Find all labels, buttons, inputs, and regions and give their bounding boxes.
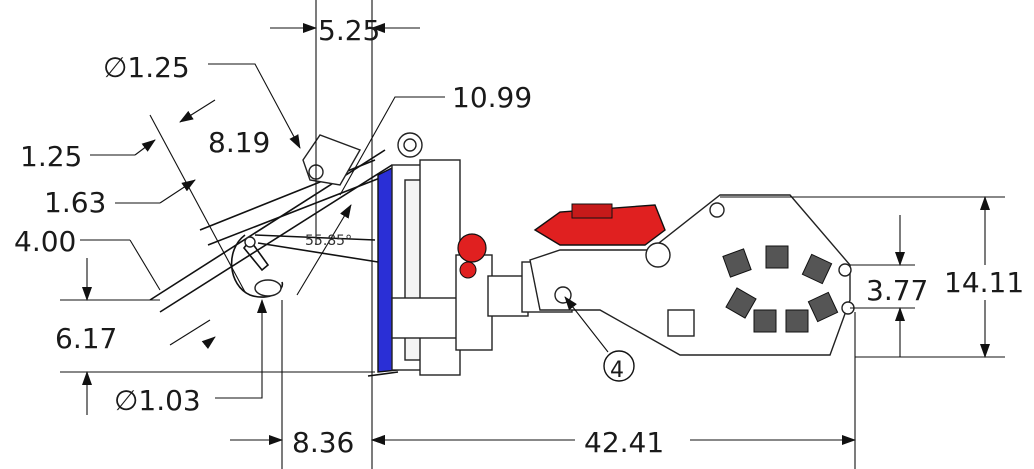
dim-hole-dia-lower: ∅1.03 [114, 384, 201, 417]
dim-1-25: 1.25 [20, 140, 82, 173]
dim-5-25: 5.25 [318, 14, 380, 47]
dim-6-17: 6.17 [55, 322, 117, 355]
dim-8-19: 8.19 [208, 126, 270, 159]
callout-balloon: 4 [603, 350, 635, 383]
dimension-lines [60, 0, 1005, 469]
dim-4-00: 4.00 [14, 225, 76, 258]
dim-3-77: 3.77 [866, 274, 928, 307]
dim-1-63: 1.63 [44, 186, 106, 219]
mount-plate [367, 132, 461, 377]
roller-set [722, 245, 839, 333]
dim-42-41: 42.41 [584, 426, 664, 459]
dim-10-99: 10.99 [452, 81, 532, 114]
dim-14-11: 14.11 [944, 266, 1024, 299]
balloon-number: 4 [610, 358, 624, 383]
gripper-body [529, 194, 855, 356]
dim-8-36: 8.36 [292, 426, 354, 459]
gripper-arm [149, 134, 393, 313]
dim-angle: 55.85° [305, 233, 352, 249]
dim-hole-dia-upper: ∅1.25 [103, 51, 190, 84]
